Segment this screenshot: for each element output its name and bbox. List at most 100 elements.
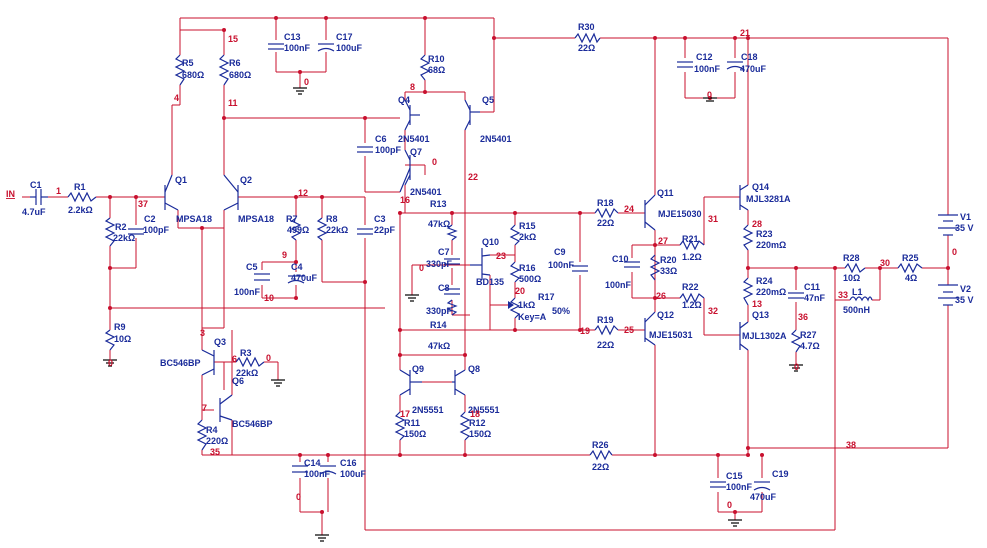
capacitor-c12-symbol <box>677 61 693 68</box>
resistor-r16-symbol <box>509 261 521 283</box>
c3-ref: C3 <box>374 214 386 224</box>
resistor-r18-symbol <box>594 207 619 219</box>
net-labels: 1 37 0 4 15 11 12 9 10 3 6 0 7 35 0 8 0 … <box>56 28 957 510</box>
net-label: 32 <box>708 306 718 316</box>
resistor-r11-symbol <box>394 411 406 441</box>
q2-ref: Q2 <box>240 175 252 185</box>
transistor-q11-symbol <box>644 194 656 231</box>
r28-value: 10Ω <box>843 273 860 283</box>
c16-value: 100uF <box>340 469 367 479</box>
symbols <box>30 32 958 491</box>
c6-value: 100pF <box>375 145 402 155</box>
net-label: 31 <box>708 214 718 224</box>
resistor-r26-symbol <box>589 449 613 461</box>
net-label: 36 <box>798 312 808 322</box>
c9-ref: C9 <box>554 247 566 257</box>
q5-ref: Q5 <box>482 95 494 105</box>
q3-ref: Q3 <box>214 337 226 347</box>
r2-ref: R2 <box>115 222 127 232</box>
r7-value: 499Ω <box>287 225 309 235</box>
transistor-q1-symbol <box>164 174 179 211</box>
net-label: 28 <box>752 219 762 229</box>
resistor-r15-symbol <box>509 224 521 246</box>
capacitor-c18-symbol <box>726 61 744 70</box>
capacitor-c9-symbol <box>572 265 588 272</box>
net-label: 0 <box>108 358 113 368</box>
q12-part: MJE15031 <box>649 330 693 340</box>
input-label: IN <box>6 189 15 199</box>
r16-ref: R16 <box>519 263 536 273</box>
ground-icon <box>728 519 742 527</box>
r22-value: 1.2Ω <box>682 300 702 310</box>
c6-ref: C6 <box>375 134 387 144</box>
component-labels: IN C1 4.7uF R1 2.2kΩ R2 22kΩ C2 100pF R9… <box>6 22 974 502</box>
r5-ref: R5 <box>182 58 194 68</box>
net-label: 11 <box>228 98 238 108</box>
net-label: 18 <box>470 409 480 419</box>
capacitor-c5-symbol <box>254 273 270 281</box>
net-label: 0 <box>296 492 301 502</box>
r27-value: 4.7Ω <box>800 341 820 351</box>
c2-value: 100pF <box>143 225 170 235</box>
inductor-l1-symbol <box>849 296 873 302</box>
net-label: 16 <box>400 195 410 205</box>
c18-ref: C18 <box>741 52 758 62</box>
capacitor-c15-symbol <box>710 481 726 488</box>
c17-ref: C17 <box>336 32 353 42</box>
ground-symbols <box>103 87 803 542</box>
resistor-r25-symbol <box>897 262 923 274</box>
c19-ref: C19 <box>772 469 789 479</box>
capacitor-c16-symbol <box>319 465 337 475</box>
v1-value: 35 V <box>955 223 974 233</box>
transistor-q5-symbol <box>464 99 480 131</box>
q1-ref: Q1 <box>175 175 187 185</box>
transistor-q13-symbol <box>739 321 749 351</box>
resistor-r5-symbol <box>174 54 186 86</box>
r25-value: 4Ω <box>905 273 917 283</box>
r3-value: 22kΩ <box>236 368 258 378</box>
capacitor-c10-symbol <box>624 261 640 268</box>
resistor-r17-symbol <box>509 297 521 319</box>
transistor-q10-symbol <box>470 248 491 280</box>
q8-ref: Q8 <box>468 364 480 374</box>
r7-ref: R7 <box>286 214 298 224</box>
battery-v1-symbol <box>938 214 958 236</box>
net-label: 17 <box>400 409 410 419</box>
r14-ref: R14 <box>430 320 447 330</box>
net-label: 1 <box>56 186 61 196</box>
q11-ref: Q11 <box>657 188 674 198</box>
capacitor-c3-symbol <box>357 228 373 235</box>
r26-value: 22Ω <box>592 462 609 472</box>
net-label: 0 <box>727 500 732 510</box>
net-label: 21 <box>740 28 750 38</box>
q7-ref: Q7 <box>410 147 422 157</box>
net-label: 0 <box>707 90 712 100</box>
r22-ref: R22 <box>682 282 699 292</box>
q12-ref: Q12 <box>657 310 674 320</box>
transistor-q3-symbol <box>201 349 215 376</box>
r15-value: 2kΩ <box>519 232 536 242</box>
r12-ref: R12 <box>469 418 486 428</box>
r13-value: 47kΩ <box>428 219 450 229</box>
r19-ref: R19 <box>597 315 614 325</box>
resistor-r20-symbol <box>649 254 661 281</box>
r23-value: 220mΩ <box>756 240 786 250</box>
q7-part: 2N5401 <box>410 187 442 197</box>
capacitor-c8-symbol <box>444 288 460 295</box>
resistor-r21-symbol <box>679 239 705 251</box>
c15-ref: C15 <box>726 471 743 481</box>
net-label: 0 <box>266 353 271 363</box>
c8-ref: C8 <box>438 283 450 293</box>
r11-value: 150Ω <box>404 429 426 439</box>
transistor-q9-symbol <box>399 369 422 396</box>
q9-part: 2N5551 <box>412 405 444 415</box>
resistor-r12-symbol <box>459 411 471 441</box>
r17-value: 1kΩ <box>518 300 535 310</box>
net-label: 0 <box>432 157 437 167</box>
ground-icon <box>103 359 117 367</box>
net-label: 10 <box>264 293 274 303</box>
r10-ref: R10 <box>428 54 445 64</box>
net-label: 38 <box>846 440 856 450</box>
transistor-q6-symbol <box>219 394 233 422</box>
r3-ref: R3 <box>240 348 252 358</box>
